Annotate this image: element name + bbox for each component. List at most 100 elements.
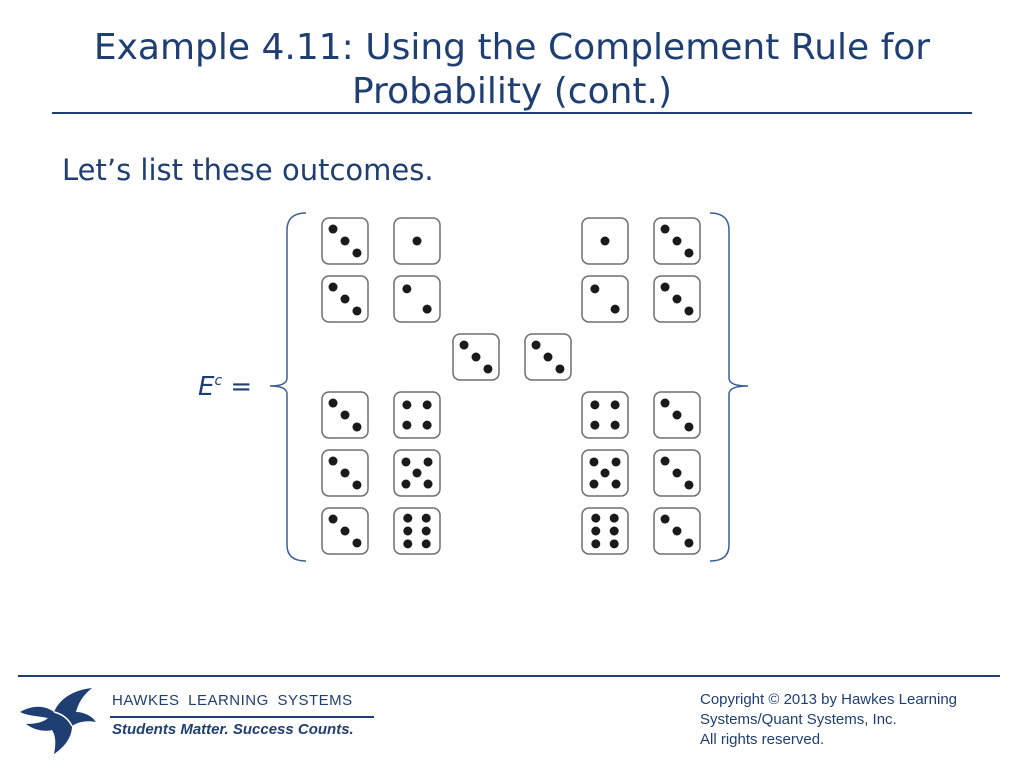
die-pip — [610, 420, 620, 430]
die-pip — [684, 538, 694, 548]
die-pip — [672, 526, 682, 536]
die-second — [393, 275, 441, 323]
die-first — [321, 507, 369, 555]
set-label-equals: = — [230, 372, 253, 402]
die-second — [524, 333, 572, 381]
die-pip — [672, 410, 682, 420]
brand-tagline: Students Matter. Success Counts. — [112, 721, 354, 738]
brand-underline — [110, 716, 374, 718]
die-pip — [672, 468, 682, 478]
footer-divider — [18, 675, 1000, 677]
slide-subtitle: Let’s list these outcomes. — [62, 153, 434, 187]
die-pip — [340, 468, 350, 478]
die-pip — [531, 340, 541, 350]
die-pip — [684, 422, 694, 432]
set-label: Ec = — [198, 372, 252, 402]
die-second — [653, 507, 701, 555]
die-pip — [412, 236, 422, 246]
die-pip — [352, 248, 362, 258]
set-label-superscript: c — [214, 373, 223, 389]
die-pip — [589, 457, 599, 467]
die-second — [393, 217, 441, 265]
die-pip — [352, 306, 362, 316]
die-pip — [401, 457, 411, 467]
die-second — [653, 275, 701, 323]
die-pip — [352, 422, 362, 432]
die-pip — [660, 224, 670, 234]
die-pip — [590, 284, 600, 294]
die-face — [581, 507, 629, 555]
die-first — [581, 391, 629, 439]
die-face — [581, 391, 629, 439]
die-pip — [590, 400, 600, 410]
die-pip — [340, 410, 350, 420]
left-brace — [269, 212, 307, 562]
copyright-notice: Copyright © 2013 by Hawkes Learning Syst… — [700, 690, 957, 750]
die-pip — [423, 457, 433, 467]
die-pip — [543, 352, 553, 362]
die-first — [321, 217, 369, 265]
die-pip — [660, 398, 670, 408]
die-pip — [423, 479, 433, 489]
die-second — [653, 217, 701, 265]
die-second — [653, 391, 701, 439]
title-divider — [52, 112, 972, 114]
title-line-1: Example 4.11: Using the Complement Rule … — [93, 27, 931, 68]
die-pip — [684, 248, 694, 258]
die-pip — [422, 420, 432, 430]
die-pip — [402, 420, 412, 430]
die-pip — [402, 400, 412, 410]
die-second — [393, 507, 441, 555]
die-pip — [459, 340, 469, 350]
die-pip — [589, 479, 599, 489]
die-pip — [328, 398, 338, 408]
die-pip — [590, 420, 600, 430]
die-pip — [611, 457, 621, 467]
die-pip — [421, 513, 431, 523]
eagle-logo-icon — [20, 688, 96, 754]
die-pip — [591, 526, 601, 536]
die-pip — [412, 468, 422, 478]
die-pip — [328, 282, 338, 292]
die-first — [581, 217, 629, 265]
die-pip — [352, 538, 362, 548]
title-line-2: Probability (cont.) — [351, 71, 673, 112]
die-pip — [672, 294, 682, 304]
die-pip — [401, 479, 411, 489]
die-second — [653, 449, 701, 497]
copyright-line-1: Copyright © 2013 by Hawkes Learning — [700, 691, 958, 708]
die-second — [393, 449, 441, 497]
die-pip — [421, 539, 431, 549]
die-pip — [555, 364, 565, 374]
die-pip — [402, 284, 412, 294]
die-pip — [600, 468, 610, 478]
die-pip — [610, 304, 620, 314]
die-first — [321, 275, 369, 323]
die-face — [581, 275, 629, 323]
die-pip — [591, 513, 601, 523]
die-pip — [591, 539, 601, 549]
die-face — [393, 391, 441, 439]
die-first — [581, 449, 629, 497]
die-pip — [684, 306, 694, 316]
copyright-line-3: All rights reserved. — [700, 731, 825, 748]
die-pip — [403, 539, 413, 549]
die-pip — [340, 526, 350, 536]
die-pip — [421, 526, 431, 536]
dice-group — [321, 217, 701, 555]
die-pip — [660, 514, 670, 524]
die-pip — [422, 400, 432, 410]
die-first — [321, 391, 369, 439]
die-pip — [660, 456, 670, 466]
die-pip — [328, 224, 338, 234]
die-pip — [672, 236, 682, 246]
die-pip — [609, 526, 619, 536]
die-first — [321, 449, 369, 497]
die-pip — [611, 479, 621, 489]
die-first — [581, 275, 629, 323]
die-first — [581, 507, 629, 555]
copyright-line-2: Systems/Quant Systems, Inc. — [700, 711, 897, 728]
die-pip — [660, 282, 670, 292]
die-pip — [610, 400, 620, 410]
